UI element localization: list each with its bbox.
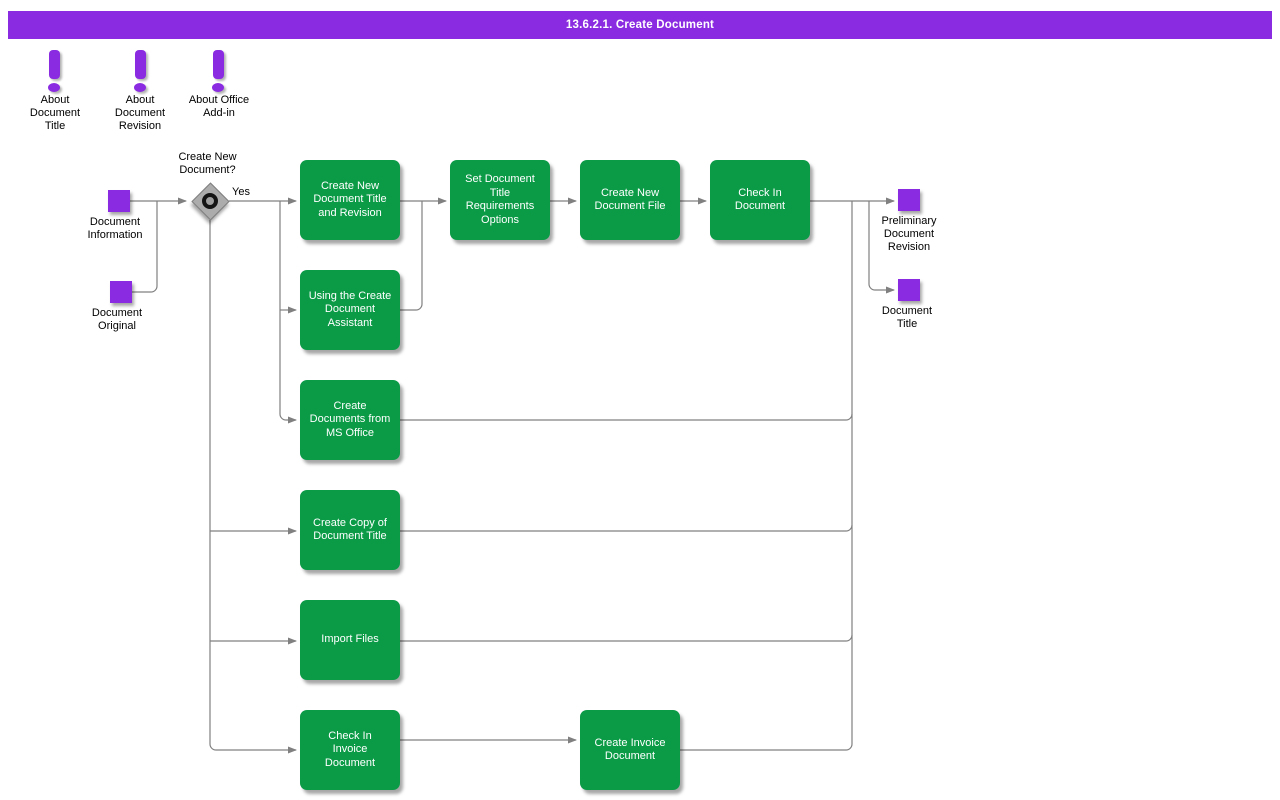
diagram-title-bar: 13.6.2.1. Create Document bbox=[8, 11, 1272, 39]
task-create-documents-from-ms-office[interactable]: Create Documents from MS Office bbox=[300, 380, 400, 460]
task-create-copy-of-document-title[interactable]: Create Copy of Document Title bbox=[300, 490, 400, 570]
document-icon bbox=[898, 189, 920, 211]
exclamation-dot-icon bbox=[134, 83, 146, 92]
exclamation-dot-icon bbox=[212, 83, 224, 92]
artifact-label: Document Information bbox=[87, 216, 143, 241]
artifact-label: Document Title bbox=[881, 305, 933, 330]
note-label: About Document Revision bbox=[114, 94, 166, 132]
task-create-new-document-file[interactable]: Create New Document File bbox=[580, 160, 680, 240]
decision-yes-label: Yes bbox=[232, 186, 250, 198]
document-icon bbox=[110, 281, 132, 303]
task-create-new-document-title-and-revision[interactable]: Create New Document Title and Revision bbox=[300, 160, 400, 240]
task-create-invoice-document[interactable]: Create Invoice Document bbox=[580, 710, 680, 790]
task-check-in-document[interactable]: Check In Document bbox=[710, 160, 810, 240]
exclamation-icon bbox=[49, 50, 60, 79]
exclamation-icon bbox=[135, 50, 146, 79]
artifact-label: Document Original bbox=[91, 307, 143, 332]
diagram-title: 13.6.2.1. Create Document bbox=[565, 19, 715, 31]
document-icon bbox=[898, 279, 920, 301]
decision-question-label: Create New Document? bbox=[178, 151, 237, 176]
note-label: About Office Add-in bbox=[188, 94, 250, 119]
task-import-files[interactable]: Import Files bbox=[300, 600, 400, 680]
task-using-the-create-document-assistant[interactable]: Using the Create Document Assistant bbox=[300, 270, 400, 350]
decision-gateway-circle-icon bbox=[202, 193, 218, 209]
document-icon bbox=[108, 190, 130, 212]
note-label: About Document Title bbox=[29, 94, 81, 132]
task-check-in-invoice-document[interactable]: Check In Invoice Document bbox=[300, 710, 400, 790]
task-set-document-title-requirements-options[interactable]: Set Document Title Requirements Options bbox=[450, 160, 550, 240]
artifact-label: Preliminary Document Revision bbox=[881, 215, 937, 253]
exclamation-icon bbox=[213, 50, 224, 79]
exclamation-dot-icon bbox=[48, 83, 60, 92]
